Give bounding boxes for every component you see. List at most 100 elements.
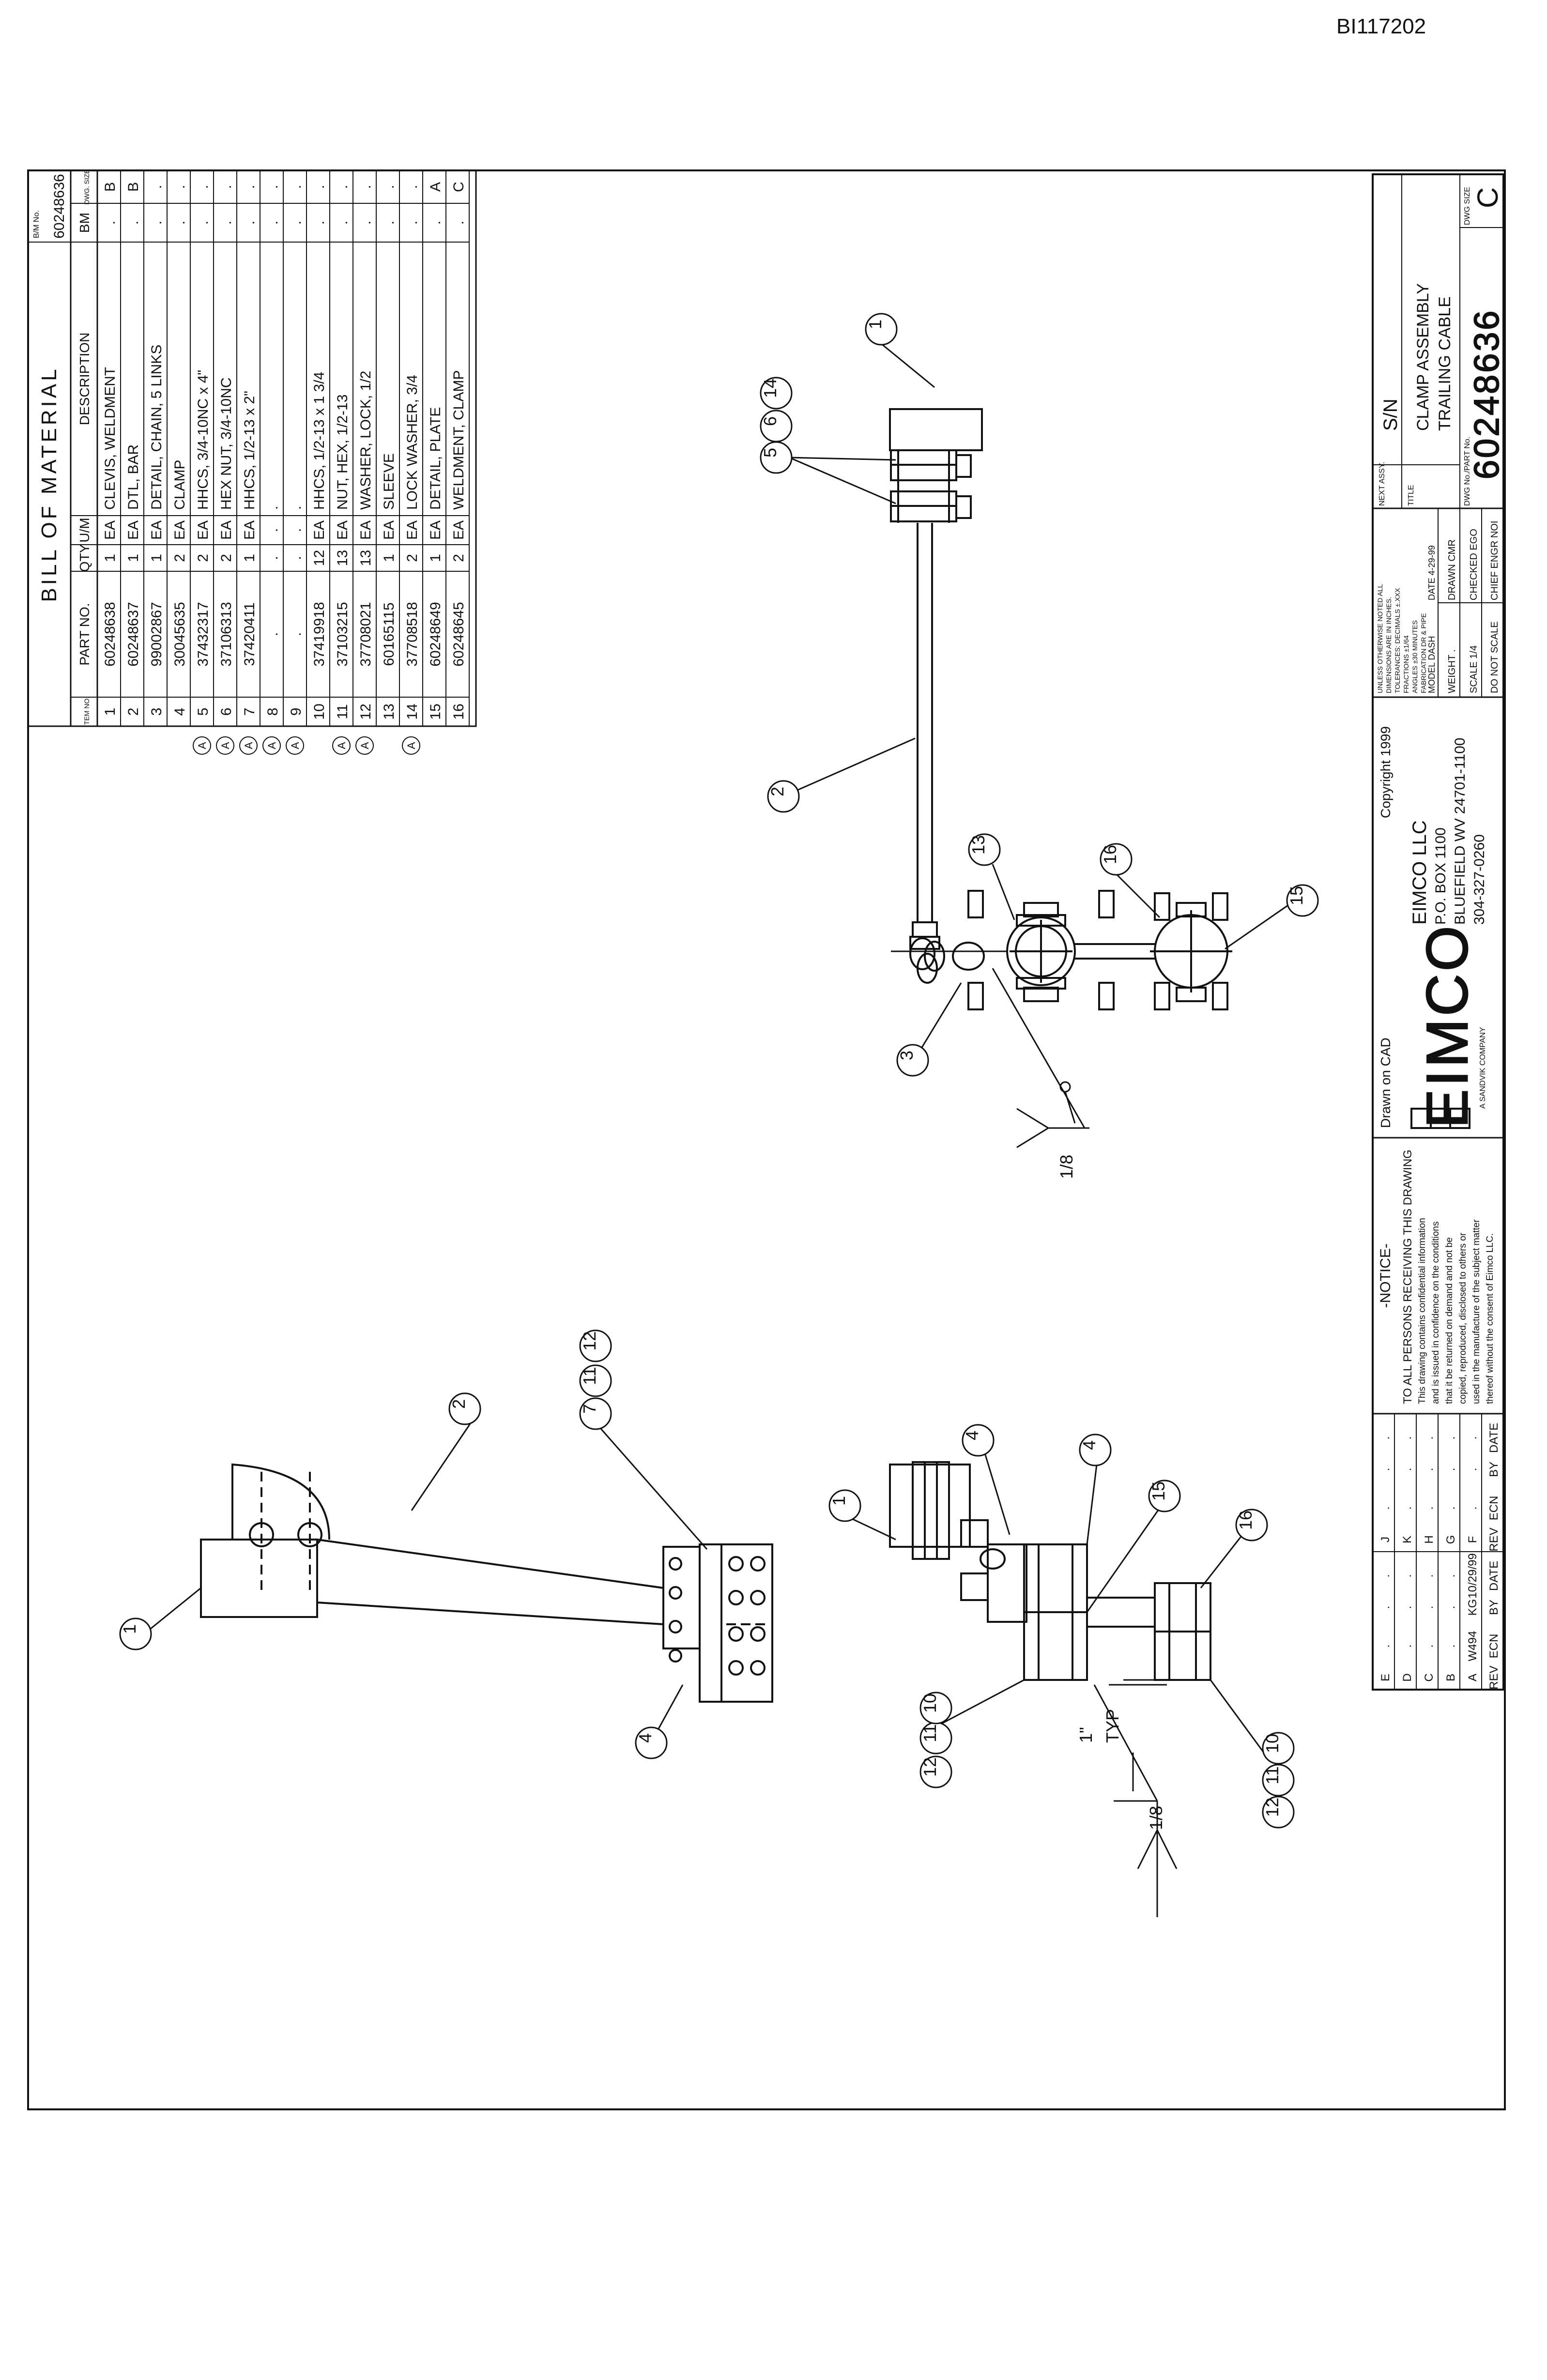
item-balloon: 13 (968, 833, 1001, 866)
tolerance-line: TOLERANCES: DECIMALS ±.XXX (1394, 588, 1401, 693)
bom-cell-desc: WELDMENT, CLAMP (451, 370, 467, 510)
rev-cell-rev: D (1401, 1673, 1414, 1681)
bom-cell-size: . (242, 185, 258, 189)
bom-cell-size: . (381, 185, 397, 189)
rev-cell-by: . (1444, 1468, 1457, 1471)
item-balloon: 16 (1100, 843, 1133, 876)
rev-cell-by: . (1423, 1606, 1436, 1609)
drawing-title-2: TRAILING CABLE (1436, 296, 1454, 431)
rev-cell-by: . (1423, 1468, 1436, 1471)
drawing-title-1: CLAMP ASSEMBLY (1414, 283, 1432, 431)
bom-cell-part: 37708021 (358, 602, 374, 666)
rev-cell-date: . (1444, 1436, 1457, 1440)
svg-text:1: 1 (120, 1624, 139, 1634)
bom-cell-um: EA (358, 520, 374, 540)
bom-cell-size: C (451, 182, 467, 192)
bom-cell-bm: . (428, 221, 444, 225)
bom-cell-bm: . (172, 221, 188, 225)
bom-cell-part: 99002867 (149, 602, 165, 666)
notice-line: TO ALL PERSONS RECEIVING THIS DRAWING (1401, 1150, 1414, 1404)
leader-line (881, 343, 935, 388)
weld-label-front: 1/8 (1146, 1806, 1166, 1830)
notice-line: and is issued in confidence on the condi… (1431, 1221, 1441, 1404)
rev-cell-ecn: . (1401, 1645, 1414, 1648)
rev-cell-ecn: . (1423, 1507, 1436, 1510)
rev-header-rev: REV (1487, 1527, 1501, 1551)
leader-line (411, 1420, 473, 1511)
weld-symbol-top (992, 968, 1089, 1148)
rev-header-by: BY (1487, 1462, 1501, 1477)
rev-header-rev: REV (1487, 1665, 1501, 1689)
leader-line (655, 1684, 684, 1734)
bom-header-item: ITEM NO. (83, 697, 91, 727)
bom-number: 60248636 (51, 174, 67, 238)
bom-cell-bm: . (218, 221, 234, 225)
svg-text:4: 4 (635, 1733, 655, 1743)
model-field: MODEL DASH (1427, 636, 1437, 693)
bom-cell-item: 15 (428, 703, 444, 719)
leader-line (599, 1428, 708, 1550)
rev-flag-icon: A (286, 736, 304, 755)
rev-flag-label: A (336, 742, 348, 749)
bom-cell-um: EA (404, 520, 420, 540)
rev-cell-by: KG (1466, 1599, 1479, 1616)
bom-cell-size: . (218, 185, 234, 189)
bom-cell-item: 8 (265, 708, 281, 716)
bom-cell-item: 6 (218, 708, 234, 716)
bill-of-material: BILL OF MATERIAL B/M No. 60248636 ITEM N… (27, 169, 477, 755)
svg-text:1: 1 (829, 1496, 849, 1506)
notice-line: copied, reproduced, disclosed to others … (1458, 1233, 1468, 1404)
bom-cell-size: . (358, 185, 374, 189)
notice-line: This drawing contains confidential infor… (1417, 1218, 1427, 1404)
bom-cell-size: A (428, 182, 444, 192)
bom-cell-item: 5 (195, 708, 211, 716)
title-block: E...D...C...B...AW494KG10/29/99REVECNBYD… (1372, 173, 1507, 1691)
rev-cell-by: . (1379, 1606, 1392, 1609)
bom-cell-item: 12 (358, 703, 374, 719)
bom-cell-qty: 1 (125, 554, 141, 562)
bom-cell-part: 60248637 (125, 602, 141, 666)
bom-cell-qty: . (265, 556, 281, 560)
rev-cell-rev: C (1423, 1673, 1436, 1681)
bom-cell-desc: CLAMP (172, 460, 188, 510)
item-balloon: 11 (1262, 1764, 1295, 1797)
view-top (889, 408, 1232, 1010)
bom-cell-bm: . (265, 221, 281, 225)
rev-cell-ecn: . (1379, 1507, 1392, 1510)
drawn-field: DRAWN CMR (1447, 539, 1457, 600)
rev-cell-ecn: W494 (1466, 1631, 1479, 1662)
bom-cell-item: 14 (404, 703, 420, 719)
svg-text:4: 4 (962, 1431, 982, 1440)
date-field: DATE 4-29-99 (1427, 545, 1437, 600)
rev-cell-rev: B (1444, 1674, 1457, 1681)
bom-cell-size: . (172, 185, 188, 189)
rev-cell-by: . (1444, 1606, 1457, 1609)
bom-cell-item: 3 (149, 708, 165, 716)
svg-text:14: 14 (760, 379, 780, 398)
tolerance-line: FABRICATION DR & PIPE (1420, 613, 1427, 693)
svg-text:11: 11 (580, 1367, 599, 1385)
bom-cell-qty: 13 (358, 550, 374, 566)
bom-header-qty: QTY (77, 544, 92, 572)
leader-line (1200, 1532, 1245, 1588)
copyright: Copyright 1999 (1378, 726, 1393, 818)
bom-header-size: DWG. SIZE (83, 169, 91, 204)
rev-header-by: BY (1487, 1600, 1501, 1615)
svg-text:16: 16 (1236, 1510, 1256, 1530)
bom-cell-um: EA (102, 520, 118, 540)
item-balloon: 7 (579, 1397, 612, 1430)
leader-line (794, 737, 916, 793)
item-balloon: 16 (1235, 1509, 1268, 1541)
bom-cell-part: . (288, 632, 304, 636)
rev-cell-ecn: . (1423, 1645, 1436, 1648)
rev-flag-icon: A (332, 736, 351, 755)
bom-cell-desc: HHCS, 1/2-13 x 1 3/4 (311, 372, 327, 510)
notice-line: thereof without the consent of Eimco LLC… (1485, 1233, 1495, 1404)
bom-row: 9......A (286, 185, 304, 755)
bom-cell-size: . (149, 185, 165, 189)
svg-text:15: 15 (1149, 1481, 1168, 1501)
